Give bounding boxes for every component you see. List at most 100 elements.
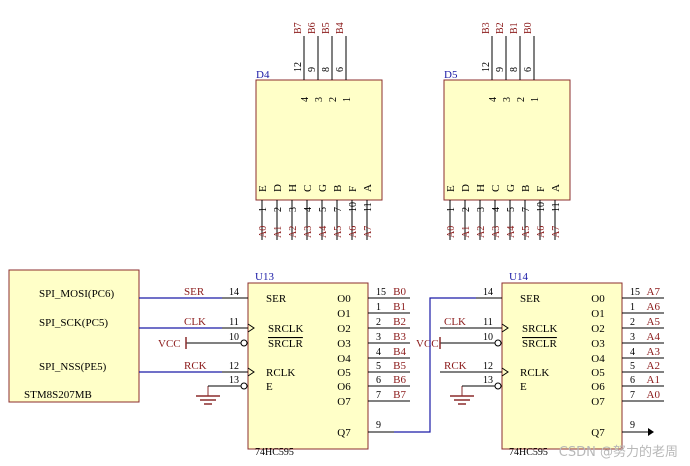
u14-out-net: A5 xyxy=(647,316,661,328)
d5-bottom-pin-net: A6 xyxy=(536,226,547,238)
d5-bottom-pin-net: A2 xyxy=(476,226,487,238)
d4-bottom-pin-num: 5 xyxy=(318,207,329,212)
d5-bottom-pin-net: A1 xyxy=(461,226,472,238)
d4-bottom-pin-num: 4 xyxy=(303,207,314,212)
u14-out-name: O3 xyxy=(591,338,605,350)
u13-pin-num: 13 xyxy=(229,375,239,386)
d5-segment-name: F xyxy=(535,186,547,192)
u14-out-net: A3 xyxy=(647,346,661,358)
d5-bottom-pin-num: 7 xyxy=(521,207,532,212)
u14-pin-num: 12 xyxy=(483,361,493,372)
d4-top-pin-num: 12 xyxy=(293,62,304,72)
u13-out-net: B1 xyxy=(393,301,406,313)
d4-bottom-pin-num: 1 xyxy=(258,207,269,212)
d5-segment-name: H xyxy=(475,184,487,192)
d4-top-pin-name: 1 xyxy=(342,97,353,102)
u13-out-num: 1 xyxy=(376,302,381,313)
u14-out-net: A2 xyxy=(647,360,660,372)
u14-body xyxy=(501,282,623,450)
u14-out-name: O2 xyxy=(591,323,604,335)
d5-top-pin-name: 1 xyxy=(530,97,541,102)
u13-clock-mark xyxy=(247,367,255,377)
u14-out-num: 3 xyxy=(630,332,635,343)
d5-segment-name: G xyxy=(505,184,517,192)
d5-top-pin-num: 8 xyxy=(509,67,520,72)
d4-segment-name: A xyxy=(362,184,374,192)
u14-pin-num: 11 xyxy=(483,317,493,328)
u14-q7-name: Q7 xyxy=(591,427,605,439)
u14-pin-num: 10 xyxy=(483,332,493,343)
u13-part: 74HC595 xyxy=(255,447,294,458)
u13-pin-name: SER xyxy=(266,293,287,305)
d4-top-pin-num: 8 xyxy=(321,67,332,72)
d5-bottom-pin-num: 4 xyxy=(491,207,502,212)
d4-bottom-pin-net: A4 xyxy=(318,226,329,238)
u13-pin-name: SRCLR xyxy=(268,338,304,350)
d4-segment-name: H xyxy=(287,184,299,192)
u13-out-net: B0 xyxy=(393,286,406,298)
d4-top-pin-net: B7 xyxy=(293,22,304,34)
u14-out-name: O0 xyxy=(591,293,605,305)
net-label-clk-u14: CLK xyxy=(444,316,466,328)
u13-out-num: 6 xyxy=(376,375,381,386)
d5-bottom-pin-net: A3 xyxy=(491,226,502,238)
u13-out-name: O3 xyxy=(337,338,351,350)
u13-out-net: B5 xyxy=(393,360,406,372)
u14-pin-name: E xyxy=(520,381,527,393)
net-label-rck: RCK xyxy=(184,360,207,372)
d5-designator: D5 xyxy=(444,69,458,81)
u13-designator: U13 xyxy=(255,271,274,283)
d5-bottom-pin-num: 3 xyxy=(476,207,487,212)
d4-top-pin-name: 4 xyxy=(300,97,311,102)
u13-out-num: 15 xyxy=(376,287,386,298)
u13-out-num: 2 xyxy=(376,317,381,328)
u14-out-name: O6 xyxy=(591,381,605,393)
d5-top-pin-num: 9 xyxy=(495,67,506,72)
d5-body xyxy=(443,79,571,201)
u13-out-name: O5 xyxy=(337,367,351,379)
u13-pin-num: 11 xyxy=(229,317,239,328)
d4-top-pin-net: B5 xyxy=(321,22,332,34)
u13-out-name: O6 xyxy=(337,381,351,393)
u14-inv-bubble xyxy=(494,382,502,390)
d4-segment-name: D xyxy=(272,184,284,192)
u14-out-num: 4 xyxy=(630,347,635,358)
u13-out-num: 4 xyxy=(376,347,381,358)
d5-bottom-pin-net: A5 xyxy=(521,226,532,238)
net-label-vcc-u13: VCC xyxy=(158,338,181,350)
u13-out-net: B7 xyxy=(393,389,406,401)
u14-pin-name: RCLK xyxy=(520,367,549,379)
d4-bottom-pin-net: A0 xyxy=(258,226,269,238)
u13-out-net: B6 xyxy=(393,374,406,386)
d4-body xyxy=(255,79,383,201)
d5-top-pin-net: B3 xyxy=(481,22,492,34)
u14-designator: U14 xyxy=(509,271,528,283)
u13-out-name: O7 xyxy=(337,396,351,408)
u13-out-net: B3 xyxy=(393,331,406,343)
net-label-vcc-u14: VCC xyxy=(416,338,439,350)
u14-out-name: O4 xyxy=(591,353,605,365)
mcu-pin-label: SPI_SCK(PC5) xyxy=(39,317,108,329)
d4-segment-name: B xyxy=(332,185,344,192)
u14-out-net: A4 xyxy=(647,331,661,343)
d5-top-pin-net: B1 xyxy=(509,22,520,34)
d5-top-pin-name: 2 xyxy=(516,97,527,102)
d4-top-pin-net: B6 xyxy=(307,22,318,34)
u13-pin-num: 12 xyxy=(229,361,239,372)
u14-out-net: A6 xyxy=(647,301,661,313)
d5-segment-name: A xyxy=(550,184,562,192)
u13-out-num: 7 xyxy=(376,390,381,401)
u13-pin-num: 10 xyxy=(229,332,239,343)
u13-out-num: 3 xyxy=(376,332,381,343)
u14-out-num: 15 xyxy=(630,287,640,298)
d4-top-pin-name: 2 xyxy=(328,97,339,102)
d4-top-pin-net: B4 xyxy=(335,22,346,34)
u13-out-name: O1 xyxy=(337,308,350,320)
d5-top-pin-net: B0 xyxy=(523,22,534,34)
d4-bottom-pin-net: A7 xyxy=(363,226,374,238)
u14-part: 74HC595 xyxy=(509,447,548,458)
d4-bottom-pin-net: A1 xyxy=(273,226,284,238)
d5-bottom-pin-net: A7 xyxy=(551,226,562,238)
d5-segment-name: C xyxy=(490,185,502,192)
d5-segment-name: D xyxy=(460,184,472,192)
